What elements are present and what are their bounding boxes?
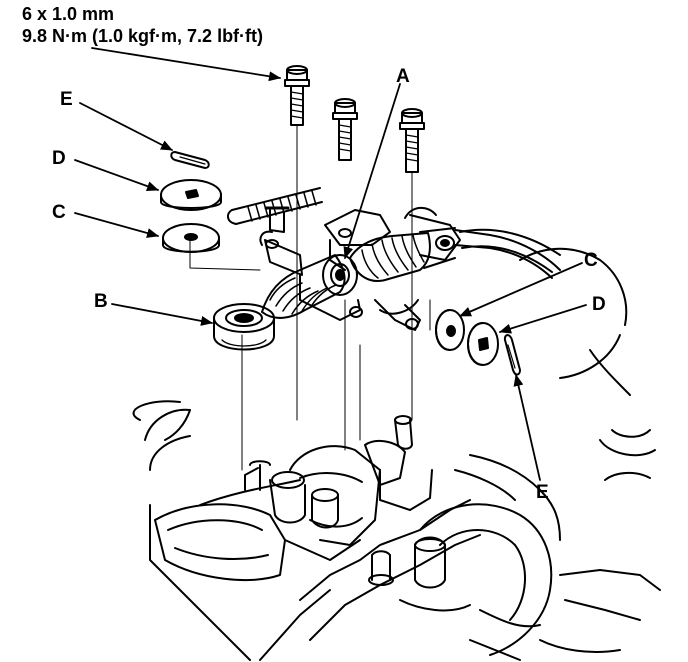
callout-e-right: E: [536, 482, 549, 503]
callout-c-right: C: [584, 250, 598, 271]
alignment-lines: [189, 124, 431, 471]
torque-spec: 9.8 N·m (1.0 kgf·m, 7.2 lbf·ft): [22, 26, 264, 46]
cable-boot-left: [261, 254, 358, 319]
flange-bolt-3: [399, 108, 425, 173]
callout-a: A: [396, 66, 410, 87]
callout-c-left: C: [52, 202, 66, 223]
cotter-pin-right: [503, 334, 521, 376]
callout-e-left: E: [60, 89, 73, 110]
cotter-pin-left: [170, 151, 210, 169]
washer-c-right: [435, 309, 465, 351]
cable-boot-right: [349, 227, 456, 282]
bolt-size-spec: 6 x 1.0 mm: [22, 4, 115, 24]
callout-d-right: D: [592, 294, 606, 315]
washer-c-left: [162, 223, 220, 253]
shift-cable-left: [226, 187, 323, 233]
flange-bolt-1: [284, 65, 310, 126]
washer-d-right: [467, 322, 499, 366]
lever-bracket: [259, 206, 561, 331]
shift-cable-right: [459, 228, 561, 273]
background-pulleys: [144, 247, 656, 481]
bushing-b: [213, 303, 275, 351]
washer-d-left: [160, 179, 222, 211]
callout-d-left: D: [52, 148, 66, 169]
callout-b: B: [94, 291, 108, 312]
transmission-housing: [132, 400, 661, 661]
callout-arrows: [74, 47, 587, 481]
flange-bolt-2: [332, 98, 358, 161]
